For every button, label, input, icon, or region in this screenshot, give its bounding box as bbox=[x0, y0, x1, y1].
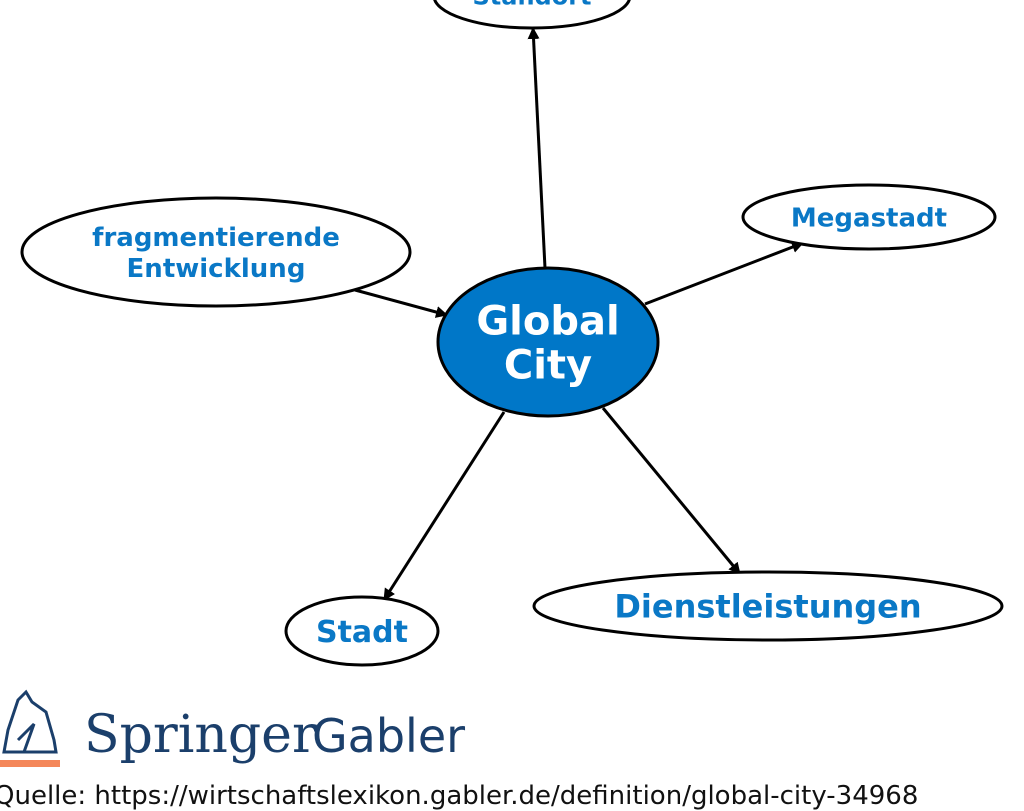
node-megastadt: Megastadt bbox=[741, 183, 997, 251]
node-dienstleistungen: Dienstleistungen bbox=[532, 570, 1004, 642]
node-standort-ellipse bbox=[433, 0, 631, 30]
edge-global-city-to-megastadt bbox=[644, 241, 804, 306]
node-global-city-ellipse bbox=[436, 266, 660, 418]
node-dienstleistungen-label: Dienstleistungen bbox=[614, 588, 921, 626]
node-standort: Standort bbox=[433, 0, 631, 30]
node-global-city-label: Global bbox=[476, 298, 619, 344]
node-fragmentierende-entwicklung-ellipse bbox=[20, 196, 412, 308]
node-global-city-label: City bbox=[504, 342, 592, 388]
edge-fragmentierende-entwicklung-to-global-city bbox=[354, 288, 448, 318]
logo-accent-bar bbox=[0, 760, 60, 767]
node-stadt: Stadt bbox=[284, 595, 440, 667]
node-fragmentierende-entwicklung-label: fragmentierende bbox=[92, 223, 340, 253]
logo-brand: Springer bbox=[84, 705, 317, 765]
edge-global-city-to-standort bbox=[527, 27, 547, 269]
node-megastadt-ellipse bbox=[741, 183, 997, 251]
springer-gabler-logo: Springer Gabler bbox=[0, 689, 465, 767]
node-stadt-label: Stadt bbox=[316, 615, 408, 650]
node-stadt-ellipse bbox=[284, 595, 440, 667]
edge-global-city-to-dienstleistungen bbox=[601, 407, 742, 575]
edge-global-city-to-stadt bbox=[382, 411, 506, 601]
knight-horse-icon bbox=[2, 689, 58, 754]
node-dienstleistungen-ellipse bbox=[532, 570, 1004, 642]
logo-sub: Gabler bbox=[312, 709, 465, 763]
source-caption: Quelle: https://wirtschaftslexikon.gable… bbox=[0, 781, 919, 811]
node-fragmentierende-entwicklung-label: Entwicklung bbox=[127, 254, 306, 284]
node-standort-label: Standort bbox=[472, 0, 591, 11]
node-megastadt-label: Megastadt bbox=[791, 203, 947, 233]
